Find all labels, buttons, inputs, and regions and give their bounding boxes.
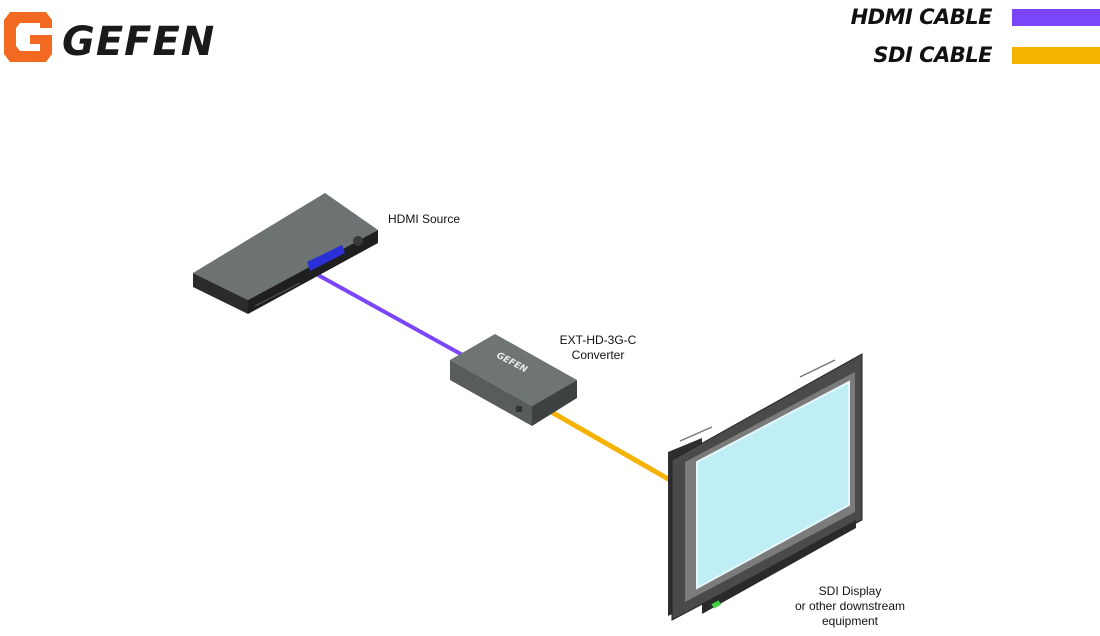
brand-name: GEFEN: [62, 19, 216, 65]
hdmi-source-label: HDMI Source: [388, 212, 460, 227]
legend-hdmi: HDMI CABLE: [851, 4, 1100, 30]
converter-device: GEFEN: [450, 334, 577, 426]
legend-sdi-label: SDI CABLE: [873, 43, 992, 67]
display-label: SDI Display or other downstream equipmen…: [775, 584, 925, 629]
legend-sdi: SDI CABLE: [873, 42, 1100, 68]
display-label-line3: equipment: [821, 614, 879, 628]
display-label-line1: SDI Display: [818, 584, 882, 598]
display-label-line2: or other downstream: [794, 599, 906, 613]
converter-label-line2: Converter: [571, 348, 625, 362]
legend-hdmi-swatch: [1012, 8, 1100, 26]
converter-label: EXT-HD-3G-C Converter: [548, 333, 648, 363]
display-screen: [696, 380, 850, 590]
legend-sdi-swatch: [1012, 46, 1100, 64]
hdmi-source-label-text: HDMI Source: [388, 212, 461, 226]
sdi-cable: [546, 407, 672, 483]
legend-hdmi-label: HDMI CABLE: [850, 5, 993, 29]
gefen-logo-icon: [4, 12, 52, 62]
converter-label-line1: EXT-HD-3G-C: [559, 333, 637, 347]
sdi-display-device: [668, 353, 863, 621]
hdmi-source-device: [193, 193, 378, 314]
hdmi-cable: [317, 273, 469, 360]
